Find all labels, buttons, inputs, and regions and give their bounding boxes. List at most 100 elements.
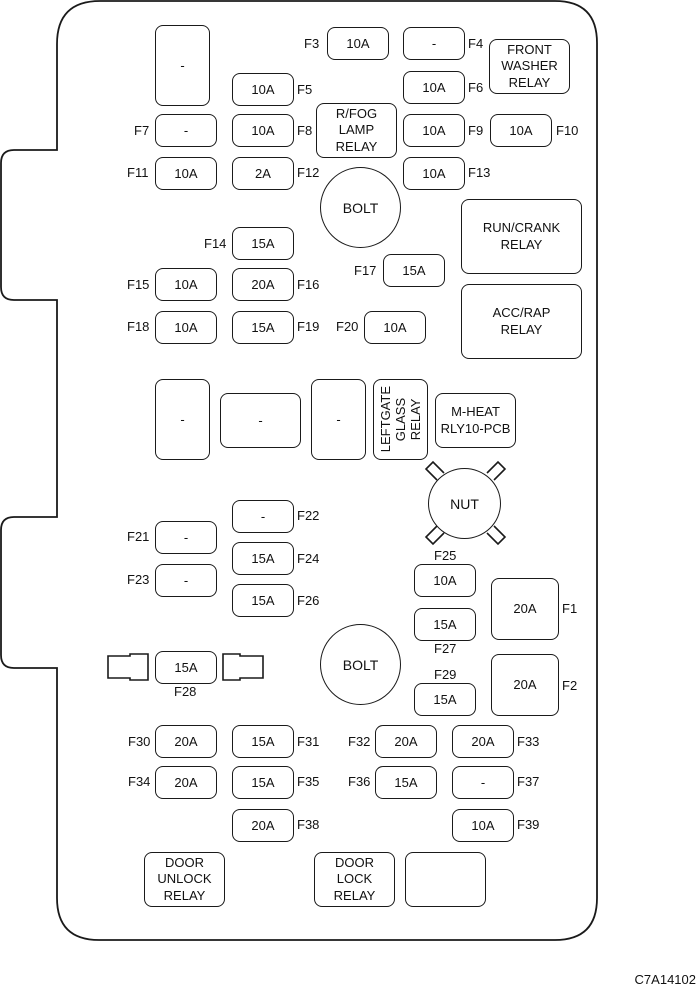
fuse-f8[interactable]: 10A [232, 114, 294, 147]
fuse-f3[interactable]: 10A [327, 27, 389, 60]
fuse-rating: 10A [433, 572, 457, 588]
run-crank-relay[interactable]: RUN/CRANK RELAY [461, 199, 582, 274]
fuse-id-f13: F13 [468, 165, 491, 180]
fuse-rating: 15A [251, 774, 275, 790]
fuse-id-f18: F18 [127, 319, 150, 334]
leftgate-glass-relay[interactable]: LEFTGATE GLASS RELAY [373, 379, 428, 460]
fuse-f22[interactable]: - [232, 500, 294, 533]
fuse-rating: 10A [422, 122, 446, 138]
fuse-rating: 20A [394, 733, 418, 749]
fuse-f6[interactable]: 10A [403, 71, 465, 104]
nut-label: NUT [450, 495, 479, 512]
fuse-id-f17: F17 [354, 263, 377, 278]
fuse-rating: 15A [251, 733, 275, 749]
fuse-rating: 20A [513, 601, 537, 616]
bolt-label: BOLT [342, 199, 379, 216]
fuse-f16[interactable]: 20A [232, 268, 294, 301]
fuse-id-f2: F2 [562, 678, 578, 693]
fuse-f5[interactable]: 10A [232, 73, 294, 106]
fuse-rating: - [183, 122, 189, 138]
rfog-lamp-relay[interactable]: R/FOG LAMP RELAY [316, 103, 397, 158]
fuse-id-f36: F36 [348, 774, 371, 789]
fuse-rating: - [431, 35, 437, 51]
fuse-rating: 10A [174, 276, 198, 292]
fuse-f30[interactable]: 20A [155, 725, 217, 758]
fuse-f26[interactable]: 15A [232, 584, 294, 617]
fuse-f25[interactable]: 10A [414, 564, 476, 597]
fuse-f18[interactable]: 10A [155, 311, 217, 344]
fuse-f37[interactable]: - [452, 766, 514, 799]
fuse-id-f35: F35 [297, 774, 320, 789]
fuse-f21[interactable]: - [155, 521, 217, 554]
fuse-rating: 10A [383, 319, 407, 335]
fuse-rating: - [183, 572, 189, 588]
fuse-id-f15: F15 [127, 277, 150, 292]
fuse-f31[interactable]: 15A [232, 725, 294, 758]
bolt-label: BOLT [342, 656, 379, 673]
fuse-rating: 10A [471, 817, 495, 833]
fuse-f7[interactable]: - [155, 114, 217, 147]
fuse-rating: - [480, 774, 486, 790]
door-unlock-relay[interactable]: DOOR UNLOCK RELAY [144, 852, 225, 907]
fuse-id-f6: F6 [468, 80, 484, 95]
figure-code: C7A14102 [634, 972, 696, 987]
fuse-f24[interactable]: 15A [232, 542, 294, 575]
fuse-rating: 10A [251, 122, 275, 138]
fuse-f27[interactable]: 15A [414, 608, 476, 641]
fuse-f23[interactable]: - [155, 564, 217, 597]
fuse-rating: 20A [251, 276, 275, 292]
fuse-rating: 15A [251, 319, 275, 335]
fuse-f32[interactable]: 20A [375, 725, 437, 758]
fuse-rating: 10A [174, 319, 198, 335]
fuse-f39[interactable]: 10A [452, 809, 514, 842]
fuse-id-f14: F14 [204, 236, 227, 251]
fuse-f36[interactable]: 15A [375, 766, 437, 799]
fuse-f2[interactable]: 20A [491, 654, 559, 716]
fuse-f10[interactable]: 10A [490, 114, 552, 147]
fuse-f29[interactable]: 15A [414, 683, 476, 716]
acc-rap-relay[interactable]: ACC/RAP RELAY [461, 284, 582, 359]
fuse-f20[interactable]: 10A [364, 311, 426, 344]
fuse-f4[interactable]: - [403, 27, 465, 60]
relay-label: DOOR LOCK RELAY [333, 854, 376, 903]
fuse-f15[interactable]: 10A [155, 268, 217, 301]
unused-slot-top-left: - [155, 25, 210, 106]
fuse-f1[interactable]: 20A [491, 578, 559, 640]
fuse-f13[interactable]: 10A [403, 157, 465, 190]
fuse-rating: 10A [251, 81, 275, 97]
relay-label: FRONT WASHER RELAY [501, 41, 558, 90]
fuse-id-f12: F12 [297, 165, 320, 180]
fuse-rating: 10A [509, 122, 533, 138]
fuse-id-f8: F8 [297, 123, 313, 138]
fuse-f19[interactable]: 15A [232, 311, 294, 344]
fuse-f38[interactable]: 20A [232, 809, 294, 842]
fuse-id-f10: F10 [556, 123, 579, 138]
fuse-f9[interactable]: 10A [403, 114, 465, 147]
fuse-f35[interactable]: 15A [232, 766, 294, 799]
fuse-f28[interactable]: 15A [155, 651, 217, 684]
slot-label: - [336, 411, 341, 427]
fuse-rating: 15A [402, 262, 426, 278]
fuse-f14[interactable]: 15A [232, 227, 294, 260]
fuse-rating: 10A [422, 79, 446, 95]
fuse-id-f1: F1 [562, 601, 578, 616]
bolt-bottom: BOLT [320, 624, 401, 705]
fuse-f34[interactable]: 20A [155, 766, 217, 799]
fuse-id-f30: F30 [128, 734, 151, 749]
fuse-id-f5: F5 [297, 82, 313, 97]
fuse-rating: 15A [394, 774, 418, 790]
fuse-f12[interactable]: 2A [232, 157, 294, 190]
fuse-f33[interactable]: 20A [452, 725, 514, 758]
fuse-f11[interactable]: 10A [155, 157, 217, 190]
door-lock-relay[interactable]: DOOR LOCK RELAY [314, 852, 395, 907]
fuse-f17[interactable]: 15A [383, 254, 445, 287]
bolt-top: BOLT [320, 167, 401, 248]
front-washer-relay[interactable]: FRONT WASHER RELAY [489, 39, 570, 94]
relay-label: LEFTGATE GLASS RELAY [378, 386, 423, 453]
fuse-id-f11: F11 [127, 165, 149, 180]
fuse-rating: 15A [433, 691, 457, 707]
m-heat-relay[interactable]: M-HEAT RLY10-PCB [435, 393, 516, 448]
nut-tabs [424, 460, 507, 546]
fuse-id-f38: F38 [297, 817, 320, 832]
relay-label: RUN/CRANK RELAY [482, 220, 561, 252]
